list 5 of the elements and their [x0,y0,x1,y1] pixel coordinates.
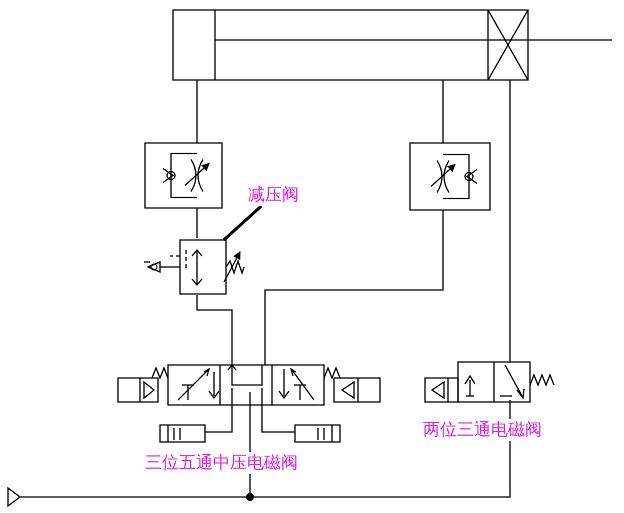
pressure-reducing-valve-symbol [143,239,245,295]
leader-line [222,204,262,242]
component-caption: 两位三通电磁阀 [423,419,542,441]
component-caption: 三位五通中压电磁阀 [145,452,298,474]
callout-label: 减压阀 [248,184,299,206]
